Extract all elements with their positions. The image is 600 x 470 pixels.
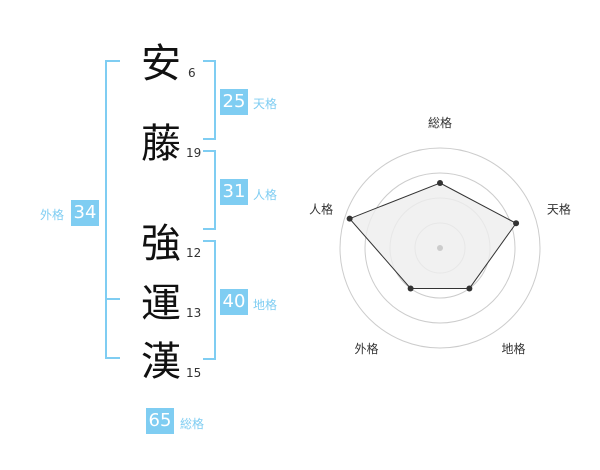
radar-point-2	[513, 220, 520, 227]
radar-grid-ring-3	[364, 172, 516, 324]
name-char-4: 運	[141, 281, 181, 327]
gaikaku-bracket-mid	[105, 298, 120, 300]
chikaku-badge: 40	[220, 289, 248, 315]
name-char-2: 藤	[141, 121, 181, 167]
radar-axis-label-4: 外格	[355, 341, 379, 356]
soukaku-badge: 65	[146, 408, 174, 434]
jinkaku-badge: 31	[220, 179, 248, 205]
jinkaku-bracket-top	[203, 150, 216, 152]
stroke-count-2: 19	[186, 146, 202, 160]
stroke-count-1: 6	[188, 66, 196, 80]
tenkaku-label: 天格	[253, 97, 278, 111]
gaikaku-label: 外格	[40, 208, 65, 222]
chikaku-label: 地格	[253, 298, 278, 312]
chikaku-bracket-top	[203, 240, 216, 242]
name-char-3: 強	[141, 221, 181, 267]
soukaku-label: 総格	[180, 417, 205, 431]
jinkaku-bracket-bottom	[203, 228, 216, 230]
radar-center-dot	[437, 245, 443, 251]
gaikaku-bracket-vertical	[105, 60, 107, 358]
gaikaku-bracket-bottom	[105, 357, 120, 359]
radar-point-4	[407, 285, 414, 292]
stroke-count-4: 13	[186, 306, 202, 320]
gaikaku-badge: 34	[71, 200, 99, 226]
stroke-count-5: 15	[186, 366, 202, 380]
radar-point-1	[437, 180, 443, 186]
chikaku-bracket-bottom	[203, 358, 216, 360]
gaikaku-bracket-top	[105, 60, 120, 62]
tenkaku-bracket-vertical	[214, 60, 216, 140]
tenkaku-badge: 25	[220, 89, 248, 115]
jinkaku-bracket-vertical	[214, 150, 216, 230]
name-char-5: 漢	[141, 339, 181, 385]
tenkaku-bracket-bottom	[203, 138, 216, 140]
radar-axis-label-1: 総格	[428, 115, 452, 130]
radar-axis-label-5: 人格	[309, 201, 333, 216]
tenkaku-bracket-top	[203, 60, 216, 62]
chikaku-bracket-vertical	[214, 240, 216, 360]
radar-point-5	[346, 215, 353, 222]
jinkaku-label: 人格	[253, 188, 278, 202]
radar-data-polygon	[348, 182, 517, 289]
radar-grid-ring-4	[339, 147, 541, 349]
radar-point-3	[466, 285, 473, 292]
name-char-1: 安	[141, 41, 181, 87]
radar-axis-label-2: 天格	[547, 201, 571, 216]
radar-axis-label-3: 地格	[501, 341, 525, 356]
stroke-count-3: 12	[186, 246, 202, 260]
